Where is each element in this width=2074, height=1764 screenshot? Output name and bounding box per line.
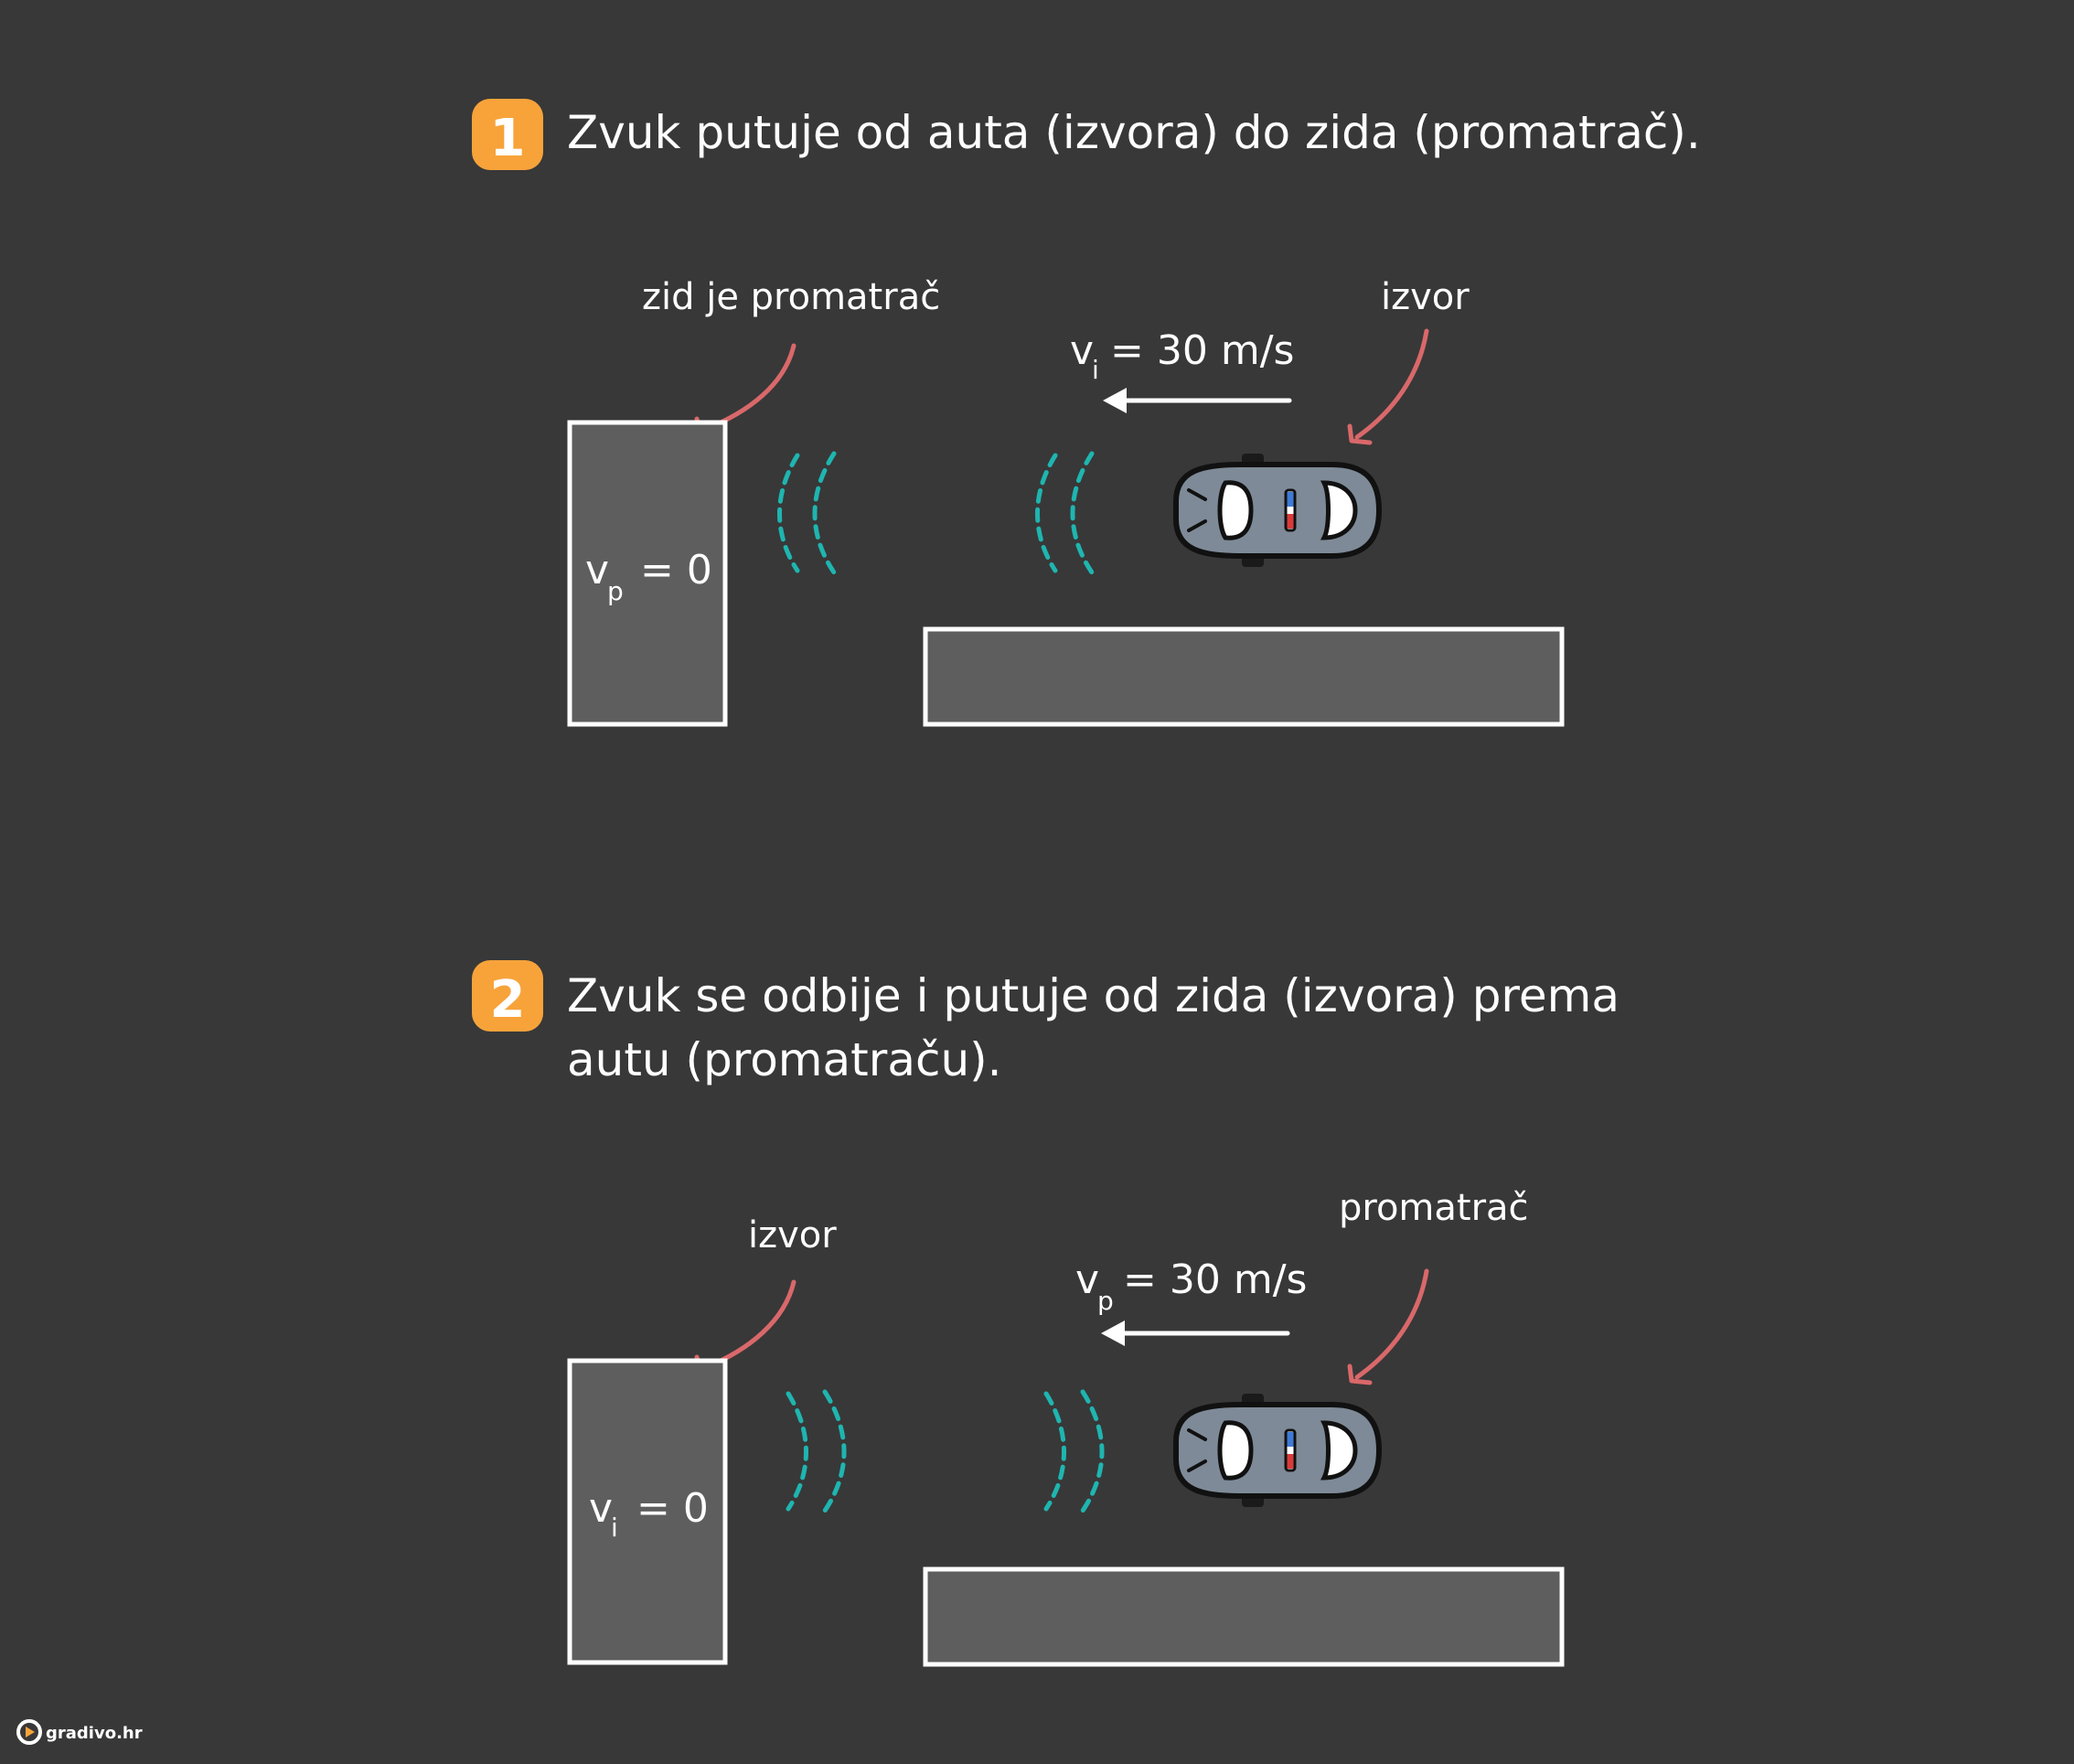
wall-2-speed-symbol: v <box>589 1485 613 1532</box>
car-1-speed-value: = 30 m/s <box>1110 327 1294 374</box>
section-1: 1 Zvuk putuje od auta (izvora) do zida (… <box>472 99 1701 727</box>
wall-1-pointer <box>701 343 796 433</box>
car-2-speed-value: = 30 m/s <box>1123 1256 1307 1303</box>
section-2: 2 Zvuk se odbije i putuje od zida (izvor… <box>472 960 1620 1667</box>
section-2-title-line2: autu (promatraču). <box>567 1033 1002 1086</box>
wall-1 <box>567 420 728 727</box>
play-circle-icon <box>16 1719 42 1745</box>
car-2-icon <box>1176 1394 1379 1507</box>
wall-1-speed-symbol: v <box>585 547 609 593</box>
road-block-2 <box>923 1566 1565 1667</box>
wall-2-label: izvor <box>748 1214 837 1256</box>
wall-2-pointer <box>701 1279 796 1371</box>
car-1-icon <box>1176 454 1379 567</box>
wall-1-speed-sub: p <box>607 576 624 606</box>
badge-1-icon <box>472 99 543 170</box>
wall-1-speed-value: = 0 <box>640 547 712 593</box>
wall-2 <box>567 1358 728 1665</box>
car-2-label: promatrač <box>1339 1187 1529 1229</box>
wall-1-label: zid je promatrač <box>642 276 940 318</box>
car-1-speed-sub: i <box>1092 355 1099 385</box>
section-2-title-line1: Zvuk se odbije i putuje od zida (izvora)… <box>567 969 1620 1022</box>
road-block-1 <box>923 626 1565 727</box>
car-1-speed-symbol: v <box>1070 327 1094 374</box>
car-2-speed-symbol: v <box>1075 1256 1099 1303</box>
car-1-label: izvor <box>1381 276 1470 318</box>
car-1-pointer-head <box>1347 423 1373 445</box>
badge-2-number: 2 <box>490 970 526 1030</box>
car-1-pointer <box>1354 328 1429 440</box>
car-2-speed-sub: p <box>1097 1286 1114 1316</box>
badge-1-number: 1 <box>490 109 526 168</box>
car-2-pointer <box>1354 1268 1429 1380</box>
badge-2-icon <box>472 960 543 1032</box>
section-1-title: Zvuk putuje od auta (izvora) do zida (pr… <box>567 106 1701 159</box>
footer-logo: gradivo.hr <box>16 1719 143 1745</box>
car-1-arrow-head-icon <box>1103 388 1127 413</box>
wall-2-speed-value: = 0 <box>636 1485 709 1532</box>
logo-text: gradivo.hr <box>46 1724 143 1743</box>
car-2-pointer-head <box>1347 1363 1373 1385</box>
sound-waves-1 <box>777 451 1095 575</box>
car-2-arrow-head-icon <box>1101 1320 1125 1346</box>
wall-2-speed-sub: i <box>611 1513 618 1543</box>
sound-waves-2 <box>786 1389 1105 1513</box>
